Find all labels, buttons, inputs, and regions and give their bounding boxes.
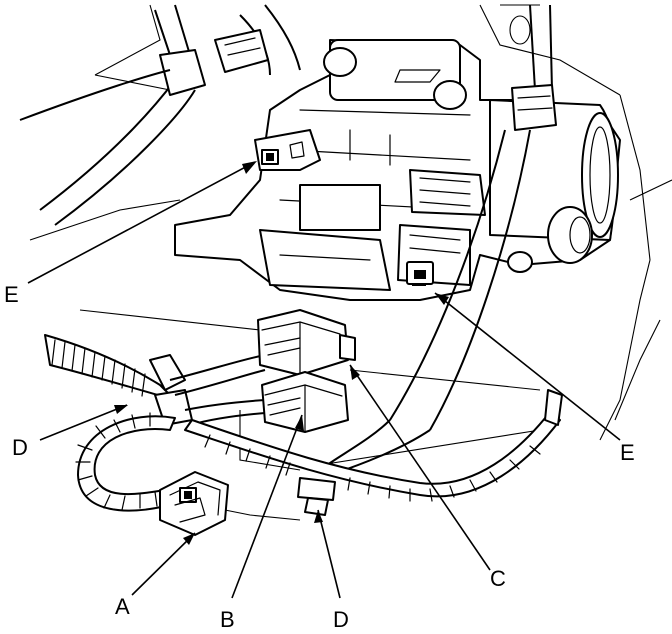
callout-c: C bbox=[490, 566, 506, 591]
background-frame bbox=[29, 4, 672, 521]
callout-b: B bbox=[220, 607, 235, 632]
harness-loop bbox=[75, 389, 563, 516]
module-body bbox=[174, 39, 621, 301]
callout-d-left: D bbox=[12, 435, 28, 460]
callout-d-bottom: D bbox=[333, 607, 349, 632]
bracket-upper-left bbox=[254, 129, 321, 171]
callout-e-left: E bbox=[4, 282, 19, 307]
callout-e-right: E bbox=[620, 440, 635, 465]
arrowheads bbox=[114, 161, 449, 545]
connector-upper-right bbox=[397, 169, 486, 286]
harness-left bbox=[44, 334, 266, 426]
callout-labels: E E D C A B D bbox=[4, 282, 635, 632]
connector-b bbox=[261, 371, 349, 433]
leader-lines bbox=[27, 161, 621, 599]
connector-a bbox=[159, 471, 229, 536]
connector-c bbox=[257, 309, 356, 376]
callout-a: A bbox=[115, 594, 130, 619]
